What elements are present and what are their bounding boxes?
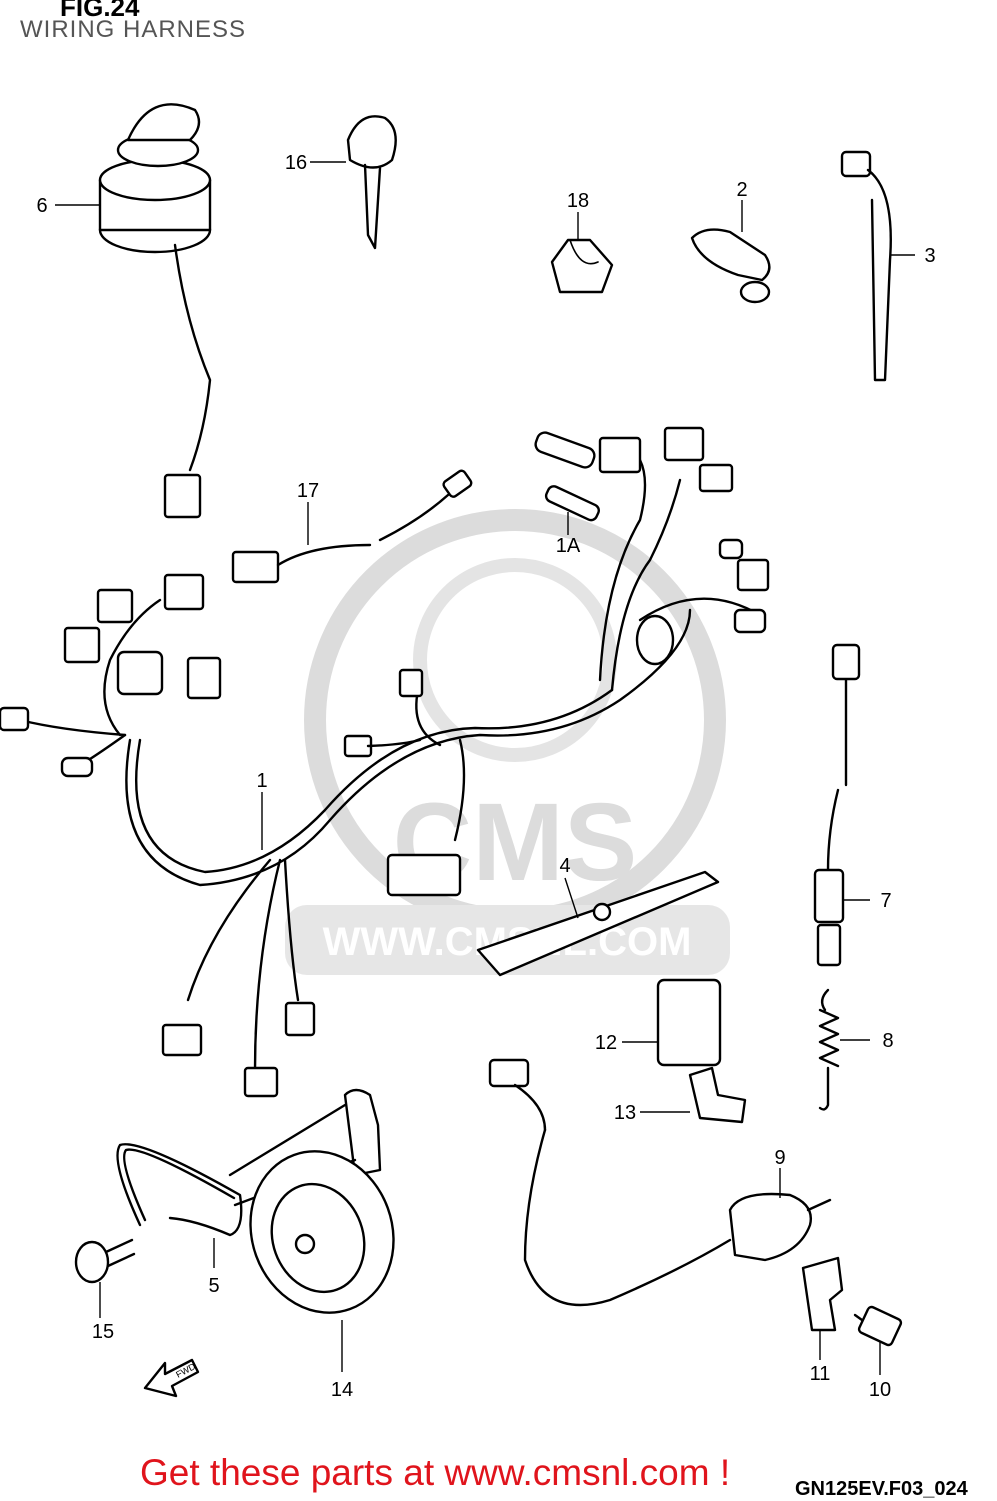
callout-17: 17 [297, 480, 319, 502]
callout-7: 7 [880, 890, 891, 912]
get-parts-link[interactable]: Get these parts at www.cmsnl.com ! [140, 1452, 731, 1493]
main-harness-part [0, 426, 770, 1098]
callout-12: 12 [595, 1032, 617, 1054]
callout-8: 8 [882, 1030, 893, 1052]
relay-part [622, 978, 722, 1067]
callout-6: 6 [36, 195, 47, 217]
relay-bracket-part [640, 1066, 747, 1124]
fuse-part [544, 485, 600, 535]
fwd-arrow-icon: FWD [143, 1358, 200, 1398]
callout-2: 2 [736, 179, 747, 201]
ignition-switch-part [55, 103, 212, 519]
side-switch-part [488, 1058, 832, 1307]
band-part [116, 1143, 243, 1268]
bolt-part-15 [74, 1238, 136, 1318]
figure-title: FIG.24 [60, 0, 140, 22]
callout-13: 13 [614, 1102, 636, 1124]
callout-15: 15 [92, 1321, 114, 1343]
callout-14: 14 [331, 1379, 353, 1401]
callout-3: 3 [924, 245, 935, 267]
callout-16: 16 [285, 152, 307, 174]
bracket-plate-part [476, 870, 720, 977]
callout-11: 11 [810, 1363, 831, 1385]
spring-part [818, 988, 870, 1111]
clamp-part [550, 212, 614, 294]
callout-18: 18 [567, 190, 589, 212]
cable-tie-part [840, 150, 915, 382]
band-clip-part [690, 200, 771, 304]
horn-part [228, 1088, 395, 1372]
lead-wire-part [231, 469, 473, 584]
callout-4: 4 [559, 855, 570, 877]
drawing-code: GN125EV.F03_024 [795, 1478, 968, 1500]
key-part [310, 115, 397, 250]
callout-10: 10 [869, 1379, 891, 1401]
watermark-mascot [413, 558, 617, 762]
callout-labels: 1 1A 2 3 4 5 6 7 8 9 10 11 12 13 14 15 1… [36, 152, 935, 1401]
callout-9: 9 [774, 1147, 785, 1169]
callout-1a: 1A [556, 535, 581, 557]
stop-switch-part [813, 643, 870, 967]
callout-1: 1 [256, 770, 267, 792]
callout-5: 5 [208, 1275, 219, 1297]
figure-subtitle: WIRING HARNESS [20, 16, 247, 43]
switch-bracket-part [801, 1256, 844, 1360]
bolt-part-10 [853, 1305, 903, 1375]
